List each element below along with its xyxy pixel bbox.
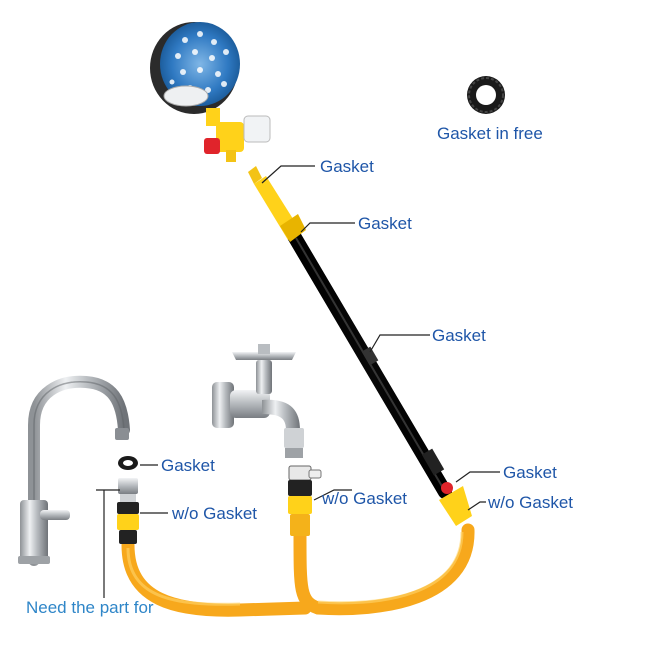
hose-left-branch [121, 538, 312, 617]
leader-lines [96, 165, 500, 598]
wash-wand [287, 229, 472, 526]
free-gasket [467, 76, 505, 114]
kitchen-faucet-icon [18, 375, 130, 566]
wand-upper-connector [248, 166, 306, 242]
callout-labels: Gasket in free Gasket Gasket Gasket Gask… [26, 124, 573, 617]
label-wo-gasket-faucet-adapter: w/o Gasket [171, 504, 257, 523]
label-gasket-wand-valve: Gasket [503, 463, 557, 482]
valve-red-button [441, 482, 453, 494]
hose-right-branch [311, 523, 475, 616]
hose-assembly [121, 523, 475, 617]
rotating-brush-head-icon [150, 22, 240, 114]
label-need-the-part-for: Need the part for [26, 598, 154, 617]
brush-valve-body [204, 108, 271, 162]
label-gasket-in-free: Gasket in free [437, 124, 543, 143]
tap-connector [288, 465, 322, 536]
wall-tap-icon [212, 344, 304, 458]
label-wo-gasket-tap-connector: w/o Gasket [321, 489, 407, 508]
faucet-adapter [117, 456, 139, 544]
label-gasket-wand-mid: Gasket [432, 326, 486, 345]
label-gasket-faucet-adapter: Gasket [161, 456, 215, 475]
hose-middle-branch [293, 528, 325, 615]
label-gasket-wand-top: Gasket [358, 214, 412, 233]
label-gasket-nozzle: Gasket [320, 157, 374, 176]
label-wo-gasket-wand-end: w/o Gasket [487, 493, 573, 512]
